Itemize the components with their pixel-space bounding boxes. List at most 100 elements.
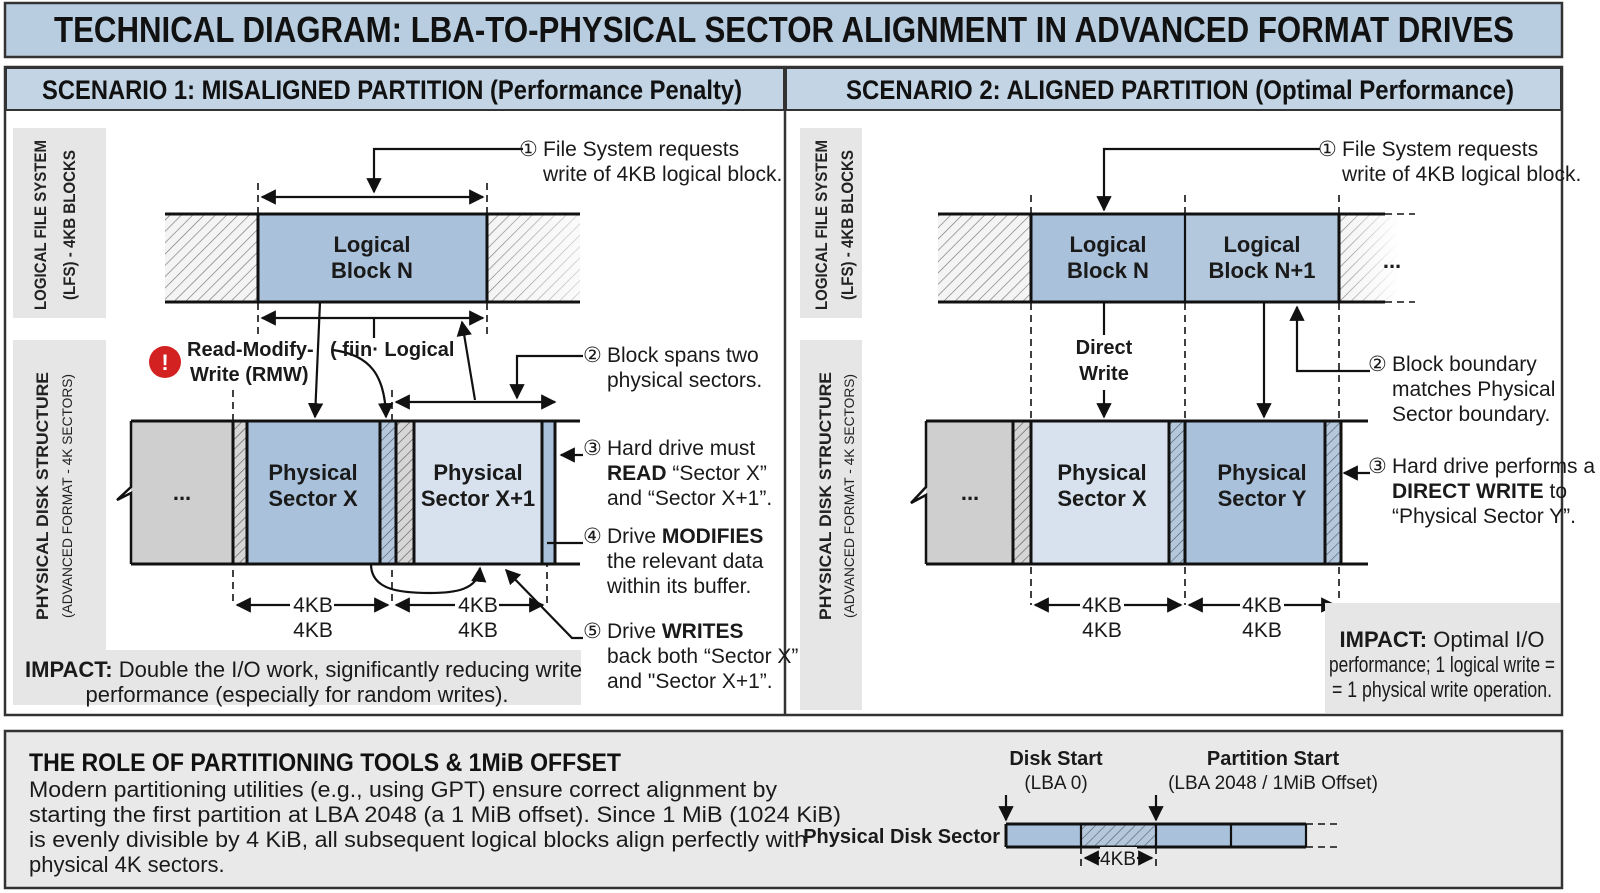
logical-block-n1: [1185, 214, 1339, 302]
bottom-line-2: starting the first partition at LBA 2048…: [29, 802, 841, 827]
sector-x2-line1: Physical: [1057, 460, 1146, 485]
step-3-line-2: READ “Sector X”: [607, 462, 767, 485]
block-n1-line2: Block N+1: [1209, 258, 1316, 283]
dim-label-1: 4KB: [293, 594, 333, 617]
step-3-line-3: and “Sector X+1”.: [607, 487, 772, 510]
page-title: TECHNICAL DIAGRAM: LBA-TO-PHYSICAL SECTO…: [54, 9, 1514, 50]
physical-sector-x: [247, 421, 380, 564]
step-2-line-1: Block boundary: [1392, 353, 1537, 376]
scenario2-panel: SCENARIO 2: ALIGNED PARTITION (Optimal P…: [785, 67, 1595, 713]
logical-block-n-2: [1031, 214, 1185, 302]
step-number-4: ④: [583, 525, 602, 548]
bottom-line-4: physical 4K sectors.: [29, 852, 225, 877]
step-1-line-1: File System requests: [543, 138, 739, 161]
gray-sector-ellipsis: [131, 421, 233, 564]
title-bar: TECHNICAL DIAGRAM: LBA-TO-PHYSICAL SECTO…: [3, 1, 1564, 59]
scenario1-impact-box: [13, 650, 581, 705]
step-number-2: ②: [583, 344, 602, 367]
lfs-side-label-1: LOGICAL FILE SYSTEM: [31, 140, 50, 310]
ellipsis-right: ...: [1383, 248, 1401, 273]
pds-side-label-1: PHYSICAL DISK STRUCTURE: [33, 372, 52, 620]
scenario1-panel: SCENARIO 1: MISALIGNED PARTITION (Perfor…: [5, 67, 798, 707]
lfs-side-label-2-1: LOGICAL FILE SYSTEM: [812, 140, 831, 310]
step-4-line-2: the relevant data: [607, 550, 764, 573]
strip-sector-1: [1006, 824, 1081, 847]
step-2-line-2: physical sectors.: [607, 369, 762, 392]
lfs-side-panel: [13, 128, 106, 318]
dim2-label-1: 4KB: [1082, 594, 1122, 617]
lfs-side-label-2: (LFS) - 4KB BLOCKS: [60, 150, 79, 300]
bottom-heading: THE ROLE OF PARTITIONING TOOLS & 1MiB OF…: [29, 749, 621, 777]
step-2-line-2: matches Physical: [1392, 378, 1555, 401]
step-2-line-3: Sector boundary.: [1392, 403, 1550, 426]
bottom-panel: THE ROLE OF PARTITIONING TOOLS & 1MiB OF…: [3, 729, 1564, 890]
scenario2-impact-box: [1325, 603, 1560, 713]
gray-sector-ellipsis-2: [926, 421, 1013, 564]
lfs-hatch-left: [165, 214, 258, 302]
strip-sector-4: [1231, 824, 1306, 847]
sector-x-line2: Sector X: [268, 486, 358, 511]
strip-sector-3: [1156, 824, 1231, 847]
partition-start-lba: (LBA 2048 / 1MiB Offset): [1168, 773, 1378, 794]
sector-y-line2: Sector Y: [1218, 486, 1307, 511]
impact2-line1: Optimal I/O: [1427, 627, 1544, 652]
step-2-line-1: Block spans two: [607, 344, 759, 367]
impact-line2: performance (especially for random write…: [85, 682, 508, 707]
logical-block-n-line1: Logical: [333, 232, 410, 257]
impact2-line2: performance; 1 logical write =: [1329, 652, 1555, 677]
physical-sector-y: [1185, 421, 1325, 564]
ellipsis-left: ...: [173, 480, 191, 505]
strip-label: Physical Disk Sector: [803, 826, 1000, 848]
scenario2-heading: SCENARIO 2: ALIGNED PARTITION (Optimal P…: [846, 75, 1514, 105]
scenario1-impact: IMPACT: Double the I/O work, significant…: [25, 657, 582, 682]
pds-side-label-2-1: PHYSICAL DISK STRUCTURE: [816, 372, 835, 620]
pds-side-label-2-2: (ADVANCED FORMAT - 4K SECTORS): [841, 374, 857, 618]
impact-line1: Double the I/O work, significantly reduc…: [113, 657, 583, 682]
dim-label-3: 4KB: [458, 594, 498, 617]
dim2-label-3: 4KB: [1242, 594, 1282, 617]
direct-write-line1: Direct: [1076, 337, 1133, 359]
torn-edge: [116, 421, 133, 564]
step-5-line-1: Drive WRITES: [607, 620, 744, 643]
step-3-line-1: Hard drive performs a: [1392, 455, 1595, 478]
sector-x-line1: Physical: [268, 460, 357, 485]
sector-x1-line2: Sector X+1: [421, 486, 535, 511]
physical-sector-x-2: [1031, 421, 1169, 564]
dim2-label-4: 4KB: [1242, 619, 1282, 642]
scenario1-heading: SCENARIO 1: MISALIGNED PARTITION (Perfor…: [42, 75, 742, 105]
step-1-line-1: File System requests: [1342, 138, 1538, 161]
step-5-line-2: back both “Sector X”: [607, 645, 798, 668]
lfs-side-label-2-2: (LFS) - 4KB BLOCKS: [838, 150, 857, 300]
torn-edge-2: [910, 421, 928, 564]
step-3-line-2: DIRECT WRITE to: [1392, 480, 1567, 503]
scenario2-impact: IMPACT: Optimal I/O: [1340, 627, 1545, 652]
disk-start-label: Disk Start: [1009, 748, 1103, 770]
direct-write-line2: Write: [1079, 363, 1129, 385]
impact-label: IMPACT:: [25, 657, 113, 682]
impact2-line3: = 1 physical write operation.: [1332, 677, 1552, 702]
step-number-2: ②: [1368, 353, 1387, 376]
exclamation-icon: !: [161, 350, 168, 375]
partition-start-label: Partition Start: [1207, 748, 1340, 770]
step-number-3: ③: [583, 437, 602, 460]
step-1-line-2: write of 4KB logical block.: [542, 163, 782, 186]
bottom-line-3: is evenly divisible by 4 KiB, all subseq…: [29, 827, 807, 852]
disk-start-lba: (LBA 0): [1024, 773, 1087, 794]
rmw-line2: Write (RMW): [190, 364, 309, 386]
pds-side-label-2: (ADVANCED FORMAT - 4K SECTORS): [59, 374, 75, 618]
step-4-line-1: Drive MODIFIES: [607, 525, 763, 548]
dim-label-2: 4KB: [293, 619, 333, 642]
block-n-line1: Logical: [1069, 232, 1146, 257]
lfs-side-panel-2: [800, 128, 862, 318]
step-number-1: ①: [1318, 138, 1337, 161]
block-n-line2: Block N: [1067, 258, 1149, 283]
bottom-line-1: Modern partitioning utilities (e.g., usi…: [29, 777, 777, 802]
pds-side-panel-2: [800, 340, 862, 710]
ellipsis-left-2: ...: [961, 480, 979, 505]
step-5-line-3: and "Sector X+1”.: [607, 670, 773, 693]
sector-x1-line1: Physical: [433, 460, 522, 485]
impact2-label: IMPACT:: [1340, 627, 1428, 652]
